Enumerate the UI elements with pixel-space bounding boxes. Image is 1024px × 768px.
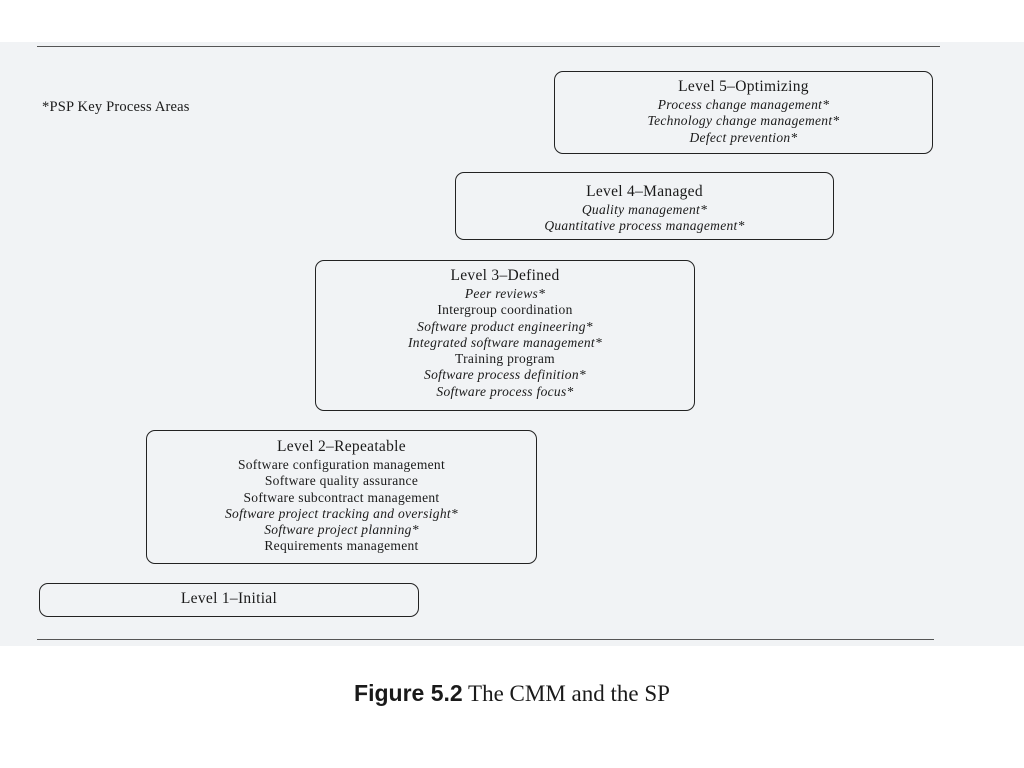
process-area-item: Software project planning* [264, 522, 419, 538]
process-area-item: Requirements management [264, 538, 419, 554]
level-1-box: Level 1–Initial [39, 583, 419, 617]
process-area-item: Process change management* [657, 97, 830, 112]
level-title: Level 3–Defined [450, 267, 560, 284]
level-5-box: Level 5–Optimizing Process change manage… [554, 71, 933, 154]
figure-label: Figure 5.2 [354, 680, 463, 706]
level-title: Level 1–Initial [180, 590, 278, 607]
process-area-item: Software process focus* [436, 383, 574, 399]
level-title: Level 4–Managed [586, 183, 703, 200]
figure-caption: Figure 5.2 The CMM and the SP [0, 680, 1024, 707]
process-area-item: Technology change management* [647, 113, 840, 129]
psp-key-note: *PSP Key Process Areas [42, 99, 190, 115]
process-area-item: Quality management* [581, 202, 708, 217]
process-area-item: Software project tracking and oversight* [225, 505, 458, 521]
process-area-item: Integrated software management* [407, 334, 603, 350]
scanned-figure [0, 42, 1024, 646]
top-rule [37, 46, 940, 47]
process-area-item: Training program [455, 351, 555, 367]
process-area-item: Software configuration management [237, 457, 446, 472]
level-items: Process change management*Technology cha… [555, 97, 932, 146]
level-items: Quality management*Quantitative process … [456, 202, 833, 235]
process-area-item: Defect prevention* [689, 129, 798, 145]
process-area-item: Software process definition* [424, 367, 586, 383]
level-title: Level 2–Repeatable [277, 438, 406, 455]
process-area-item: Software subcontract management [243, 489, 440, 505]
process-area-item: Quantitative process management* [544, 218, 745, 234]
level-title: Level 5–Optimizing [678, 78, 809, 95]
process-area-item: Software product engineering* [417, 318, 593, 334]
level-3-box: Level 3–Defined Peer reviews*Intergroup … [315, 260, 695, 411]
process-area-item: Intergroup coordination [437, 302, 573, 318]
process-area-item: Peer reviews* [464, 286, 546, 301]
bottom-rule [37, 639, 934, 640]
level-2-box: Level 2–Repeatable Software configuratio… [146, 430, 537, 564]
process-area-item: Software quality assurance [264, 473, 419, 489]
level-4-box: Level 4–Managed Quality management*Quant… [455, 172, 834, 240]
figure-caption-text: The CMM and the SP [468, 681, 670, 706]
